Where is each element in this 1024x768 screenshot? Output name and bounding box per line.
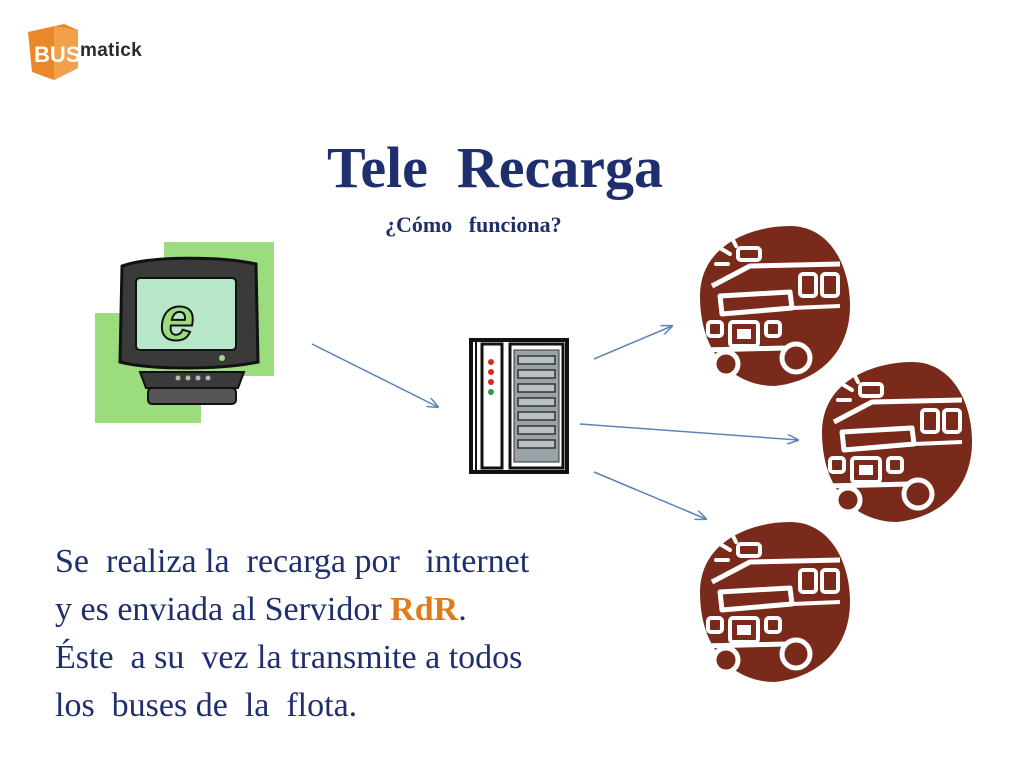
page-subtitle: ¿Cómo funciona? [385,212,562,237]
server-rack-icon [469,338,569,474]
arrow-server-to-bus-2 [579,423,798,440]
svg-text:e: e [160,285,194,354]
arrows [311,326,798,519]
description-fragment: y es enviada al Servidor [55,591,391,628]
page-title: Tele Recarga [326,135,664,200]
bus-icon [700,226,850,386]
arrow-server-to-bus-1 [593,326,672,360]
description-fragment: . [458,591,467,628]
description-line: los buses de la flota. [55,687,358,724]
bus-icon [822,362,972,522]
logo-badge-text: BUS [34,42,80,67]
arrow-server-to-bus-3 [593,471,706,519]
bus-icon [700,522,850,682]
description-line: y es enviada al Servidor RdR. [55,586,615,634]
server-name-highlight: RdR [390,591,459,628]
logo-wordmark: matick [80,40,143,61]
arrow-computer-to-server [311,343,438,407]
busmatick-logo: BUS [28,24,80,80]
description-line: Éste a su vez la transmite a todos [55,639,523,676]
description-text: Se realiza la recarga por internet y es e… [55,538,615,730]
description-line: Se realiza la recarga por internet [55,543,530,580]
computer-ie-icon: e [95,242,274,423]
